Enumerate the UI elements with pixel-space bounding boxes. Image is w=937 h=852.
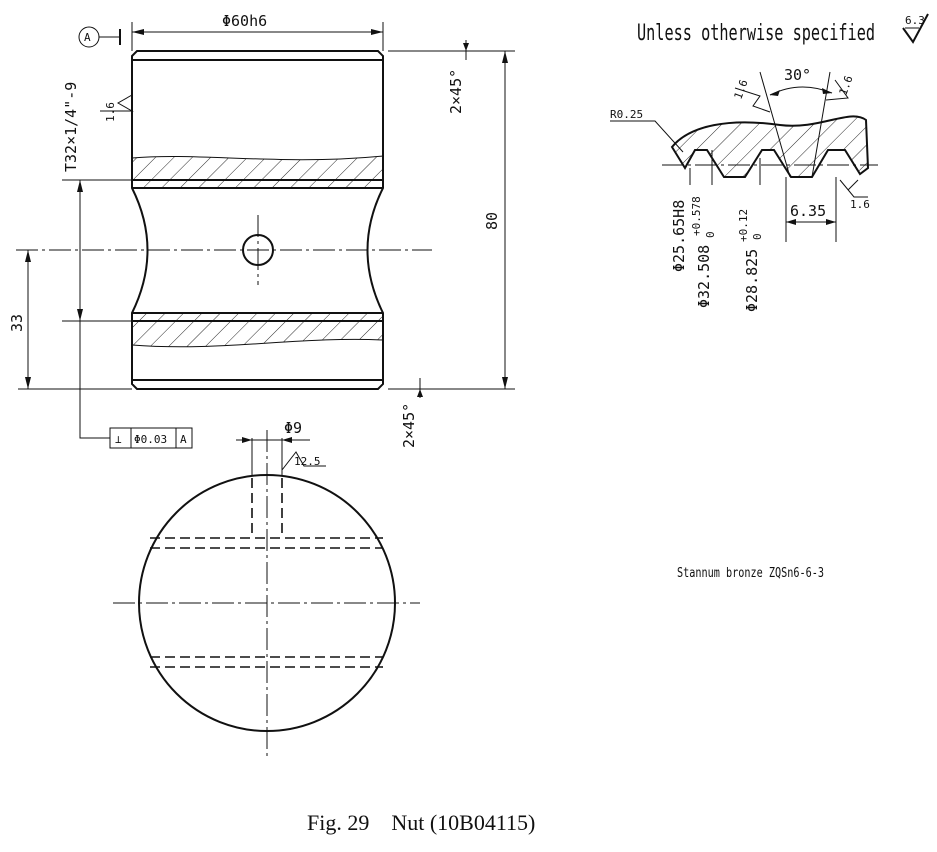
general-roughness: 6.3 xyxy=(905,14,925,27)
lower-hatch-section xyxy=(132,313,383,347)
angle-label: 30° xyxy=(784,66,811,84)
front-section-view: Φ60h6 A 80 33 T32×1/4"-9 1.6 2×45° 2×45° xyxy=(8,12,515,448)
material-note: Stannum bronze ZQSn6-6-3 xyxy=(677,566,824,581)
flank-roughness-left: 1.6 xyxy=(732,78,751,101)
major-diameter-label: Φ32.508 xyxy=(695,245,713,308)
hole-roughness: 12.5 xyxy=(294,455,321,468)
pitch-tol-upper: +0.12 xyxy=(737,209,750,242)
pitch-roughness: 1.6 xyxy=(850,198,870,211)
tolerance-frame: ⊥ Φ0.03 A xyxy=(109,427,193,449)
tolerance-symbol: ⊥ xyxy=(115,433,122,446)
tolerance-datum: A xyxy=(180,433,187,446)
bottom-view: Φ9 12.5 xyxy=(113,419,420,760)
tolerance-value: Φ0.03 xyxy=(134,433,167,446)
chamfer-bottom-label: 2×45° xyxy=(400,403,418,448)
pitch-diameter-label: Φ28.825 xyxy=(743,249,761,312)
flank-roughness-right: 1.6 xyxy=(837,74,856,97)
general-notes: Unless otherwise specified 6.3 Stannum b… xyxy=(637,13,929,581)
pitch-label: 6.35 xyxy=(790,202,826,220)
minor-diameter-label: Φ25.65H8 xyxy=(670,200,688,272)
thread-roughness: 1.6 xyxy=(104,102,117,122)
thread-profile-detail: R0.25 30° 1.6 1.6 6.35 1.6 Φ25.65H8 Φ32.… xyxy=(610,66,878,312)
hole-position-label: 33 xyxy=(8,314,26,332)
thread-label: T32×1/4"-9 xyxy=(62,82,80,172)
pitch-tol-lower: 0 xyxy=(751,233,764,240)
root-radius-label: R0.25 xyxy=(610,108,643,121)
general-note-text: Unless otherwise specified xyxy=(637,21,875,46)
chamfer-top-label: 2×45° xyxy=(447,69,465,114)
length-label: 80 xyxy=(483,212,501,230)
major-tol-upper: +0.578 xyxy=(690,196,703,236)
nut-outline xyxy=(131,50,384,390)
hole-diameter-label: Φ9 xyxy=(284,419,302,437)
upper-hatch-section xyxy=(132,156,383,188)
outer-diameter-label: Φ60h6 xyxy=(222,12,267,30)
thread-profile-hatch xyxy=(670,115,870,178)
datum-letter: A xyxy=(84,31,91,44)
major-tol-lower: 0 xyxy=(704,231,717,238)
figure-caption: Fig. 29 Nut (10B04115) xyxy=(307,810,535,835)
